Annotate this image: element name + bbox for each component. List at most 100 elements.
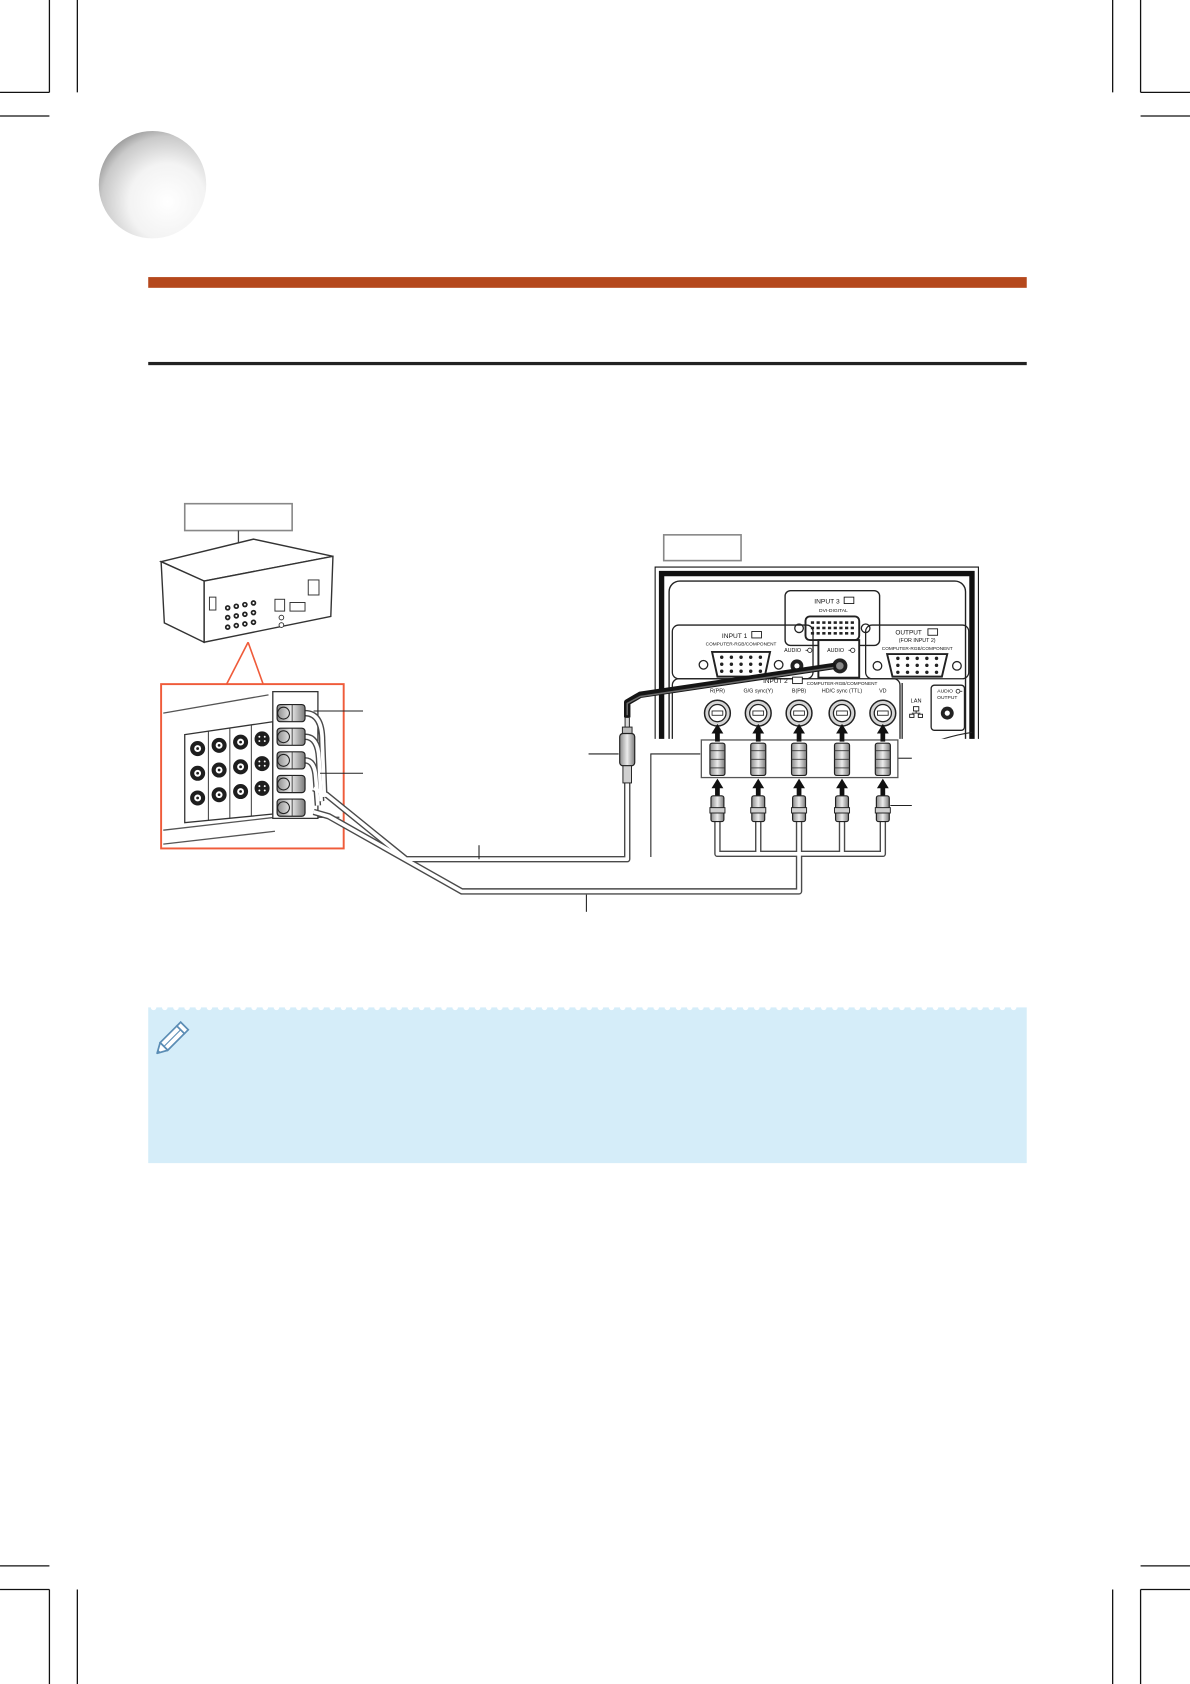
scallop-dot [943, 1004, 950, 1011]
vga-pin [739, 669, 743, 673]
scallop-dot [452, 1004, 458, 1011]
note-box [148, 1004, 1027, 1164]
bnc-connector-pin [836, 710, 848, 716]
dvi-pin [839, 632, 843, 635]
scallop-dot [497, 1004, 503, 1011]
dvi-pin [816, 632, 820, 635]
output-title: OUTPUT [895, 630, 922, 637]
projector-rear-panel: INPUT 3 DVI-DIGITAL INPUT 1 COMPUTER-RGB… [654, 566, 979, 739]
audio-out-icon [955, 688, 963, 694]
s-video-jack [254, 756, 270, 772]
rca-insert-arrow [711, 778, 724, 789]
lan-label: LAN [911, 698, 922, 704]
scallop-dot [709, 1004, 715, 1011]
rca-insert-arrow-shaft [880, 787, 886, 797]
audio-output-group: AUDIO OUTPUT [930, 684, 966, 731]
scallop-dot [150, 1004, 157, 1011]
rca-insert-arrow [876, 778, 889, 789]
dvi-pin [850, 621, 854, 624]
input2-frame [671, 678, 901, 739]
column-label-g: G/G sync(Y) [744, 689, 774, 695]
s-video-jack [254, 731, 270, 747]
scallop-dot [731, 1004, 738, 1011]
scallop-dot [284, 1004, 291, 1011]
bnc-insert-arrow [711, 723, 724, 734]
audio-plug-body [619, 732, 636, 767]
rca-plug-collar [277, 801, 290, 815]
dvi-pin [822, 621, 826, 624]
scallop-dot [742, 1004, 749, 1011]
input2-audio-label: AUDIO [827, 648, 844, 654]
rca-plug-collar [874, 807, 891, 814]
audio-cable-highlight [626, 666, 834, 716]
input3-subtitle: DVI-DIGITAL [819, 608, 848, 614]
scallop-dot [921, 1004, 928, 1011]
audio-in-icon [848, 647, 856, 653]
vga-pin [749, 669, 753, 673]
dvi-pin [827, 621, 832, 624]
rca-jack-pin [217, 743, 221, 747]
scallop-dot [407, 1004, 414, 1011]
connector-screw [773, 659, 784, 670]
scallop-dot [296, 1004, 302, 1011]
device-jack-hole [243, 622, 246, 626]
output-for-input: (FOR INPUT 2) [899, 638, 936, 644]
device-jack-hole [252, 601, 255, 605]
av-device-port [274, 598, 286, 612]
scallop-dot [184, 1004, 190, 1011]
input3-group: INPUT 3 DVI-DIGITAL [784, 589, 881, 647]
vga-pin [896, 670, 900, 675]
s-video-pin [263, 785, 266, 788]
dvi-pin [810, 621, 815, 624]
zoom-callout-line [225, 641, 249, 685]
av-device-rca-plugs [276, 703, 306, 817]
scallop-dot [396, 1004, 403, 1011]
scallop-dot [664, 1004, 671, 1011]
scallop-dot [552, 1004, 559, 1011]
vga-pin [720, 655, 724, 659]
vga-pin [720, 662, 724, 666]
vga-pins [720, 655, 763, 673]
rca-jack-pin [239, 790, 242, 793]
rca-plug-collar [750, 807, 767, 814]
scallop-dot [675, 1004, 682, 1011]
output-group: OUTPUT (FOR INPUT 2) COMPUTER-RGB/COMPON… [864, 624, 970, 680]
dvi-pin [816, 626, 820, 630]
scallop-dot [374, 1004, 380, 1011]
callout-leaders [313, 710, 912, 912]
scallop-dot [541, 1004, 548, 1011]
vga-pin [749, 662, 753, 666]
vga-pin [729, 669, 734, 673]
dvi-pin [822, 632, 826, 635]
scallop-dot [363, 1004, 369, 1011]
panel-edge-curve [941, 731, 973, 739]
dvi-pin [833, 621, 837, 624]
av-device [158, 502, 345, 850]
scallop-dot [642, 1004, 648, 1011]
vga-pin [739, 662, 743, 666]
rca-plug-collar [277, 777, 290, 791]
audio-output-label-1: AUDIO [937, 689, 953, 695]
vga-pin [925, 656, 929, 661]
audio-jack-hole [944, 710, 950, 716]
output-frame [864, 624, 970, 680]
av-device-port [289, 602, 306, 612]
dvi-pin [839, 621, 843, 624]
scallop-dot [608, 1004, 615, 1011]
bnc-connector-pin [711, 710, 724, 716]
rca-insert-arrow-shaft [715, 787, 720, 797]
s-video-pin [263, 740, 266, 743]
device-jack-hole [235, 614, 238, 617]
scallop-dot [809, 1004, 816, 1011]
scallop-dot [251, 1004, 257, 1011]
plug-cable [304, 734, 323, 802]
column-label-hd: HD/C sync (TTL) [822, 689, 862, 695]
audio-in-icon [805, 647, 813, 653]
audio-plug-tip [624, 716, 630, 729]
vga-pin [915, 670, 919, 675]
s-video-pin [263, 735, 266, 738]
scallop-dot [217, 1004, 224, 1011]
audio-jack-hole [836, 662, 844, 670]
input1-subtitle: COMPUTER-RGB/COMPONENT [706, 641, 777, 647]
